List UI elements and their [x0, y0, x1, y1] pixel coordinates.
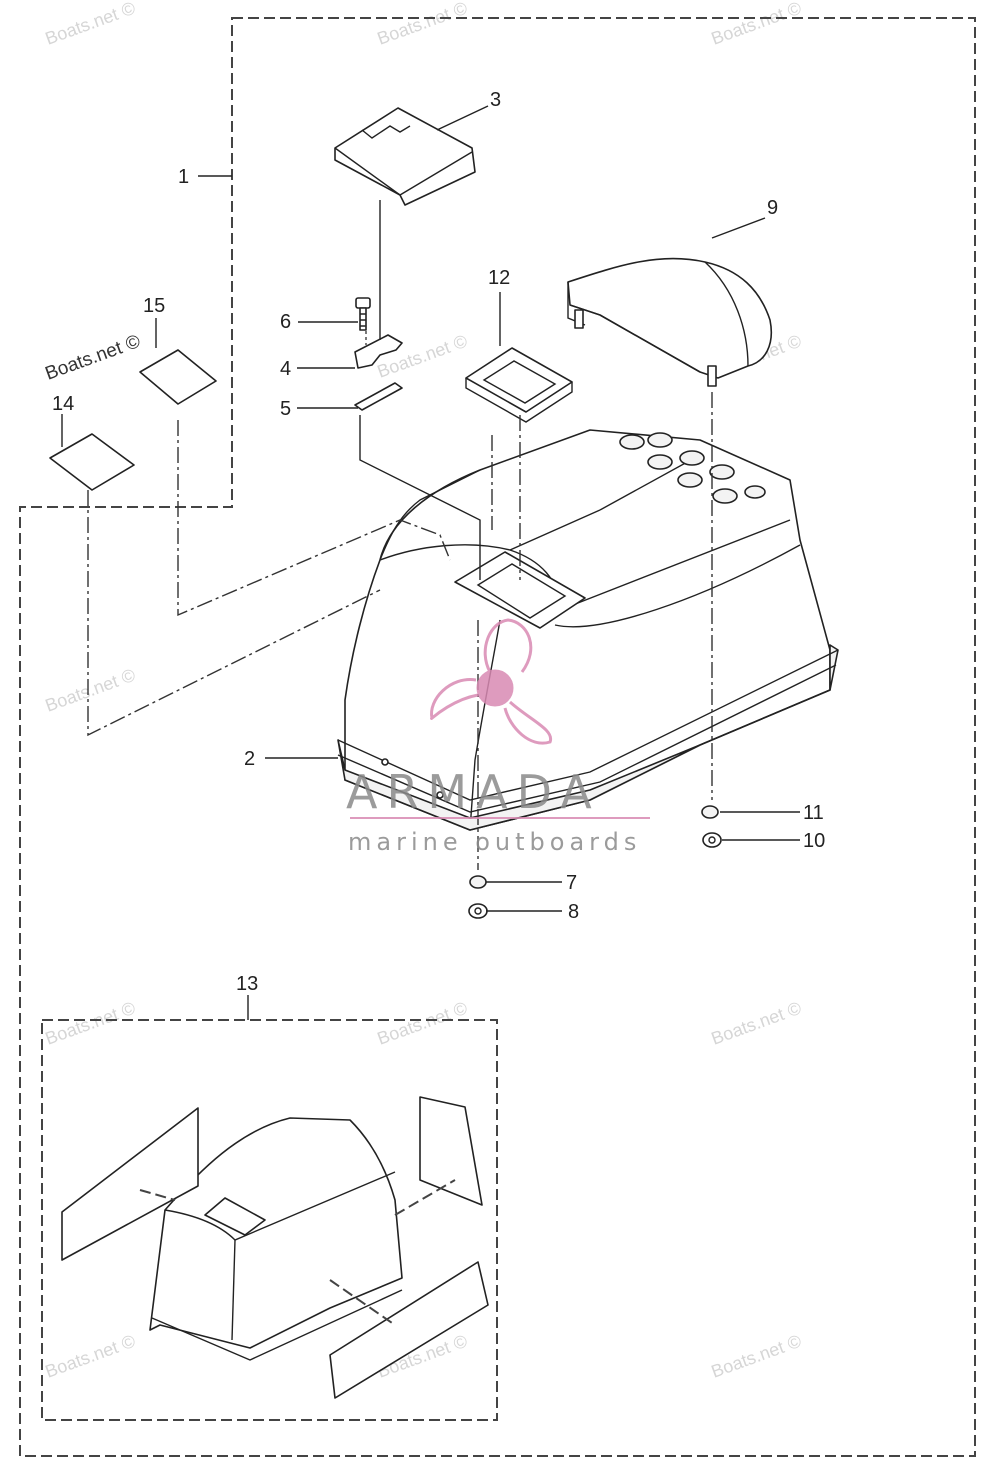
callout-13: 13 — [236, 973, 258, 995]
cover-plate — [334, 107, 476, 206]
decal-set-cowling — [61, 1096, 489, 1399]
callout-8: 8 — [568, 901, 579, 923]
assembly-lines — [87, 200, 713, 870]
decal-set-boundary — [41, 1019, 498, 1421]
callout-7: 7 — [566, 872, 577, 894]
propeller-logo — [430, 618, 553, 745]
rear-cover — [567, 257, 772, 387]
callout-10: 10 — [803, 830, 825, 852]
fasteners — [468, 805, 722, 919]
callout-11: 11 — [803, 802, 824, 824]
watermark-label: Boats.net © — [43, 331, 144, 385]
callout-9: 9 — [767, 197, 778, 219]
watermark: Boats.net © — [43, 1331, 138, 1382]
callout-3: 3 — [490, 89, 501, 111]
callout-numbers: 1 2 3 4 5 6 7 8 9 10 11 12 13 14 15 — [52, 89, 825, 995]
callout-12: 12 — [488, 267, 510, 289]
callout-15: 15 — [143, 295, 165, 317]
watermark: Boats.net © — [43, 998, 138, 1049]
leader-lines — [61, 105, 800, 1020]
brand-tagline: marine outboards — [348, 828, 641, 856]
watermark: Boats.net © — [375, 998, 470, 1049]
callout-5: 5 — [280, 398, 291, 420]
callout-2: 2 — [244, 748, 255, 770]
warning-labels — [49, 349, 217, 491]
watermark: Boats.net © — [375, 0, 470, 49]
callout-1: 1 — [178, 166, 189, 188]
watermark: Boats.net © — [43, 0, 138, 49]
watermark: Boats.net © — [709, 998, 804, 1049]
top-cowling — [337, 429, 839, 831]
callout-6: 6 — [280, 311, 291, 333]
intake-seal — [465, 347, 573, 423]
kit-boundary — [19, 17, 976, 1457]
watermark: Boats.net © — [43, 665, 138, 716]
watermark: Boats.net © — [709, 1331, 804, 1382]
callout-14: 14 — [52, 393, 74, 415]
watermark: Boats.net © — [709, 0, 804, 49]
brand-watermark: ARMADA marine outboards — [346, 618, 650, 856]
latch-hardware — [354, 297, 403, 411]
callout-4: 4 — [280, 358, 291, 380]
brand-name: ARMADA — [346, 765, 601, 819]
